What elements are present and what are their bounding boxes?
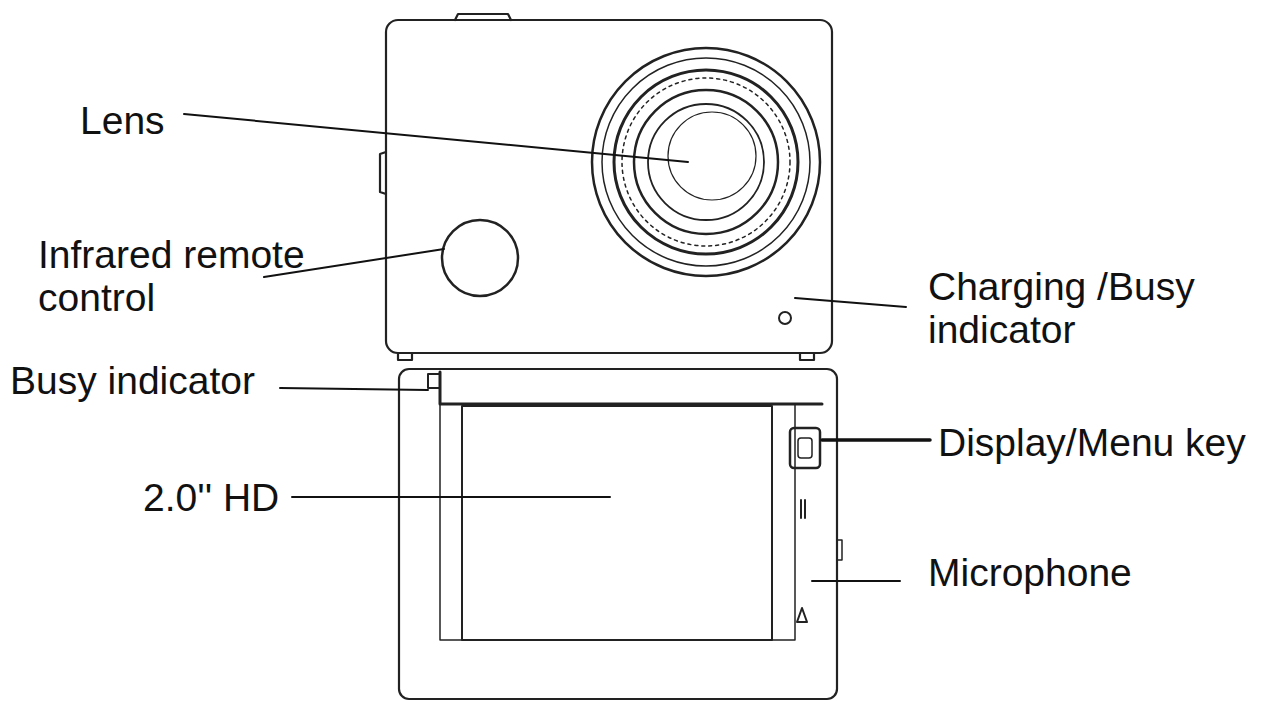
- busy-indicator-light: [428, 374, 440, 388]
- microphone-hole: [797, 608, 807, 622]
- camera-back-body: [399, 369, 837, 699]
- screen-bezel: [440, 404, 795, 640]
- part-label: Display/Menu key: [938, 421, 1246, 464]
- camera-feet: [398, 353, 814, 360]
- leader-lines: [184, 114, 930, 581]
- infrared-window: [442, 220, 518, 296]
- shutter-button: [455, 14, 511, 20]
- lens-illustration: [592, 48, 820, 276]
- side-port: [380, 152, 386, 194]
- part-label: Microphone: [928, 551, 1132, 594]
- part-label: Charging /Busy indicator: [928, 265, 1228, 351]
- menu-key: [790, 428, 820, 468]
- part-label: Busy indicator: [10, 359, 255, 402]
- camera-front-body: [386, 20, 832, 353]
- part-label: Lens: [80, 99, 165, 142]
- screen: [462, 406, 772, 640]
- top-strip: [440, 372, 822, 404]
- charging-indicator-light: [779, 312, 791, 324]
- part-label: Infrared remote control: [38, 233, 306, 319]
- part-label: 2.0'' HD: [143, 476, 279, 519]
